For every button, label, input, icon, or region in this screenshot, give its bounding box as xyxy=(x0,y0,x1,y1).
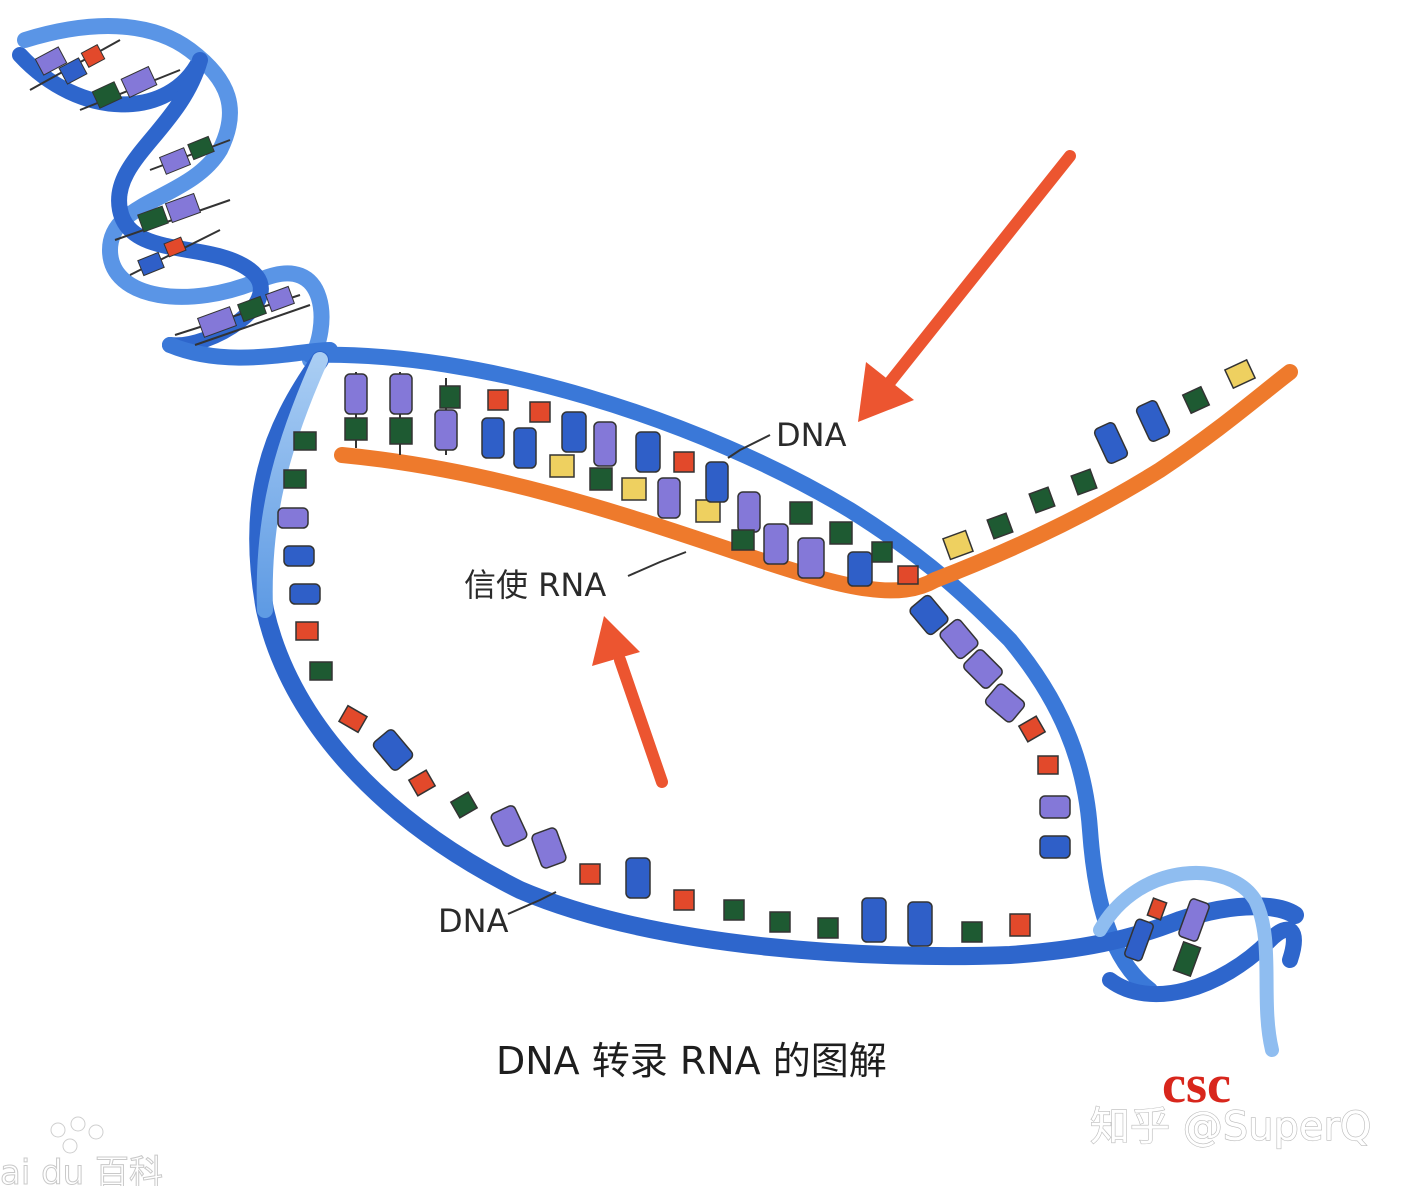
rna-free-bases xyxy=(942,358,1257,561)
upper-base-pairs xyxy=(344,372,919,587)
csc-logo: csc xyxy=(1162,1054,1231,1114)
mrna-strand xyxy=(334,364,1298,599)
dna-strand-coding-lower xyxy=(249,351,1304,966)
label-mrna-group: 信使 RNA xyxy=(464,551,687,604)
baike-watermark-text: ai du 百科 xyxy=(0,1153,163,1186)
dna-helix-bottom-right xyxy=(1093,866,1302,1057)
label-dna-top-group: DNA xyxy=(727,416,847,459)
label-mrna: 信使 RNA xyxy=(464,566,606,604)
right-unpaired-bases xyxy=(909,594,1071,859)
label-dna-top: DNA xyxy=(776,416,847,454)
dna-helix-top-left xyxy=(12,18,338,368)
zhihu-watermark: 知乎 @SuperQ xyxy=(1090,1104,1371,1150)
baike-watermark: ai du 百科 xyxy=(0,1116,164,1186)
label-dna-bottom-group: DNA xyxy=(438,891,557,940)
arrow-to-dna xyxy=(858,150,1076,422)
left-unpaired-bases xyxy=(277,431,369,734)
arrow-to-mrna xyxy=(592,616,668,788)
dna-strand-template-upper xyxy=(302,346,1158,998)
label-dna-bottom: DNA xyxy=(438,902,509,940)
lower-unpaired-bases xyxy=(372,729,1031,947)
diagram-caption: DNA 转录 RNA 的图解 xyxy=(496,1039,887,1083)
